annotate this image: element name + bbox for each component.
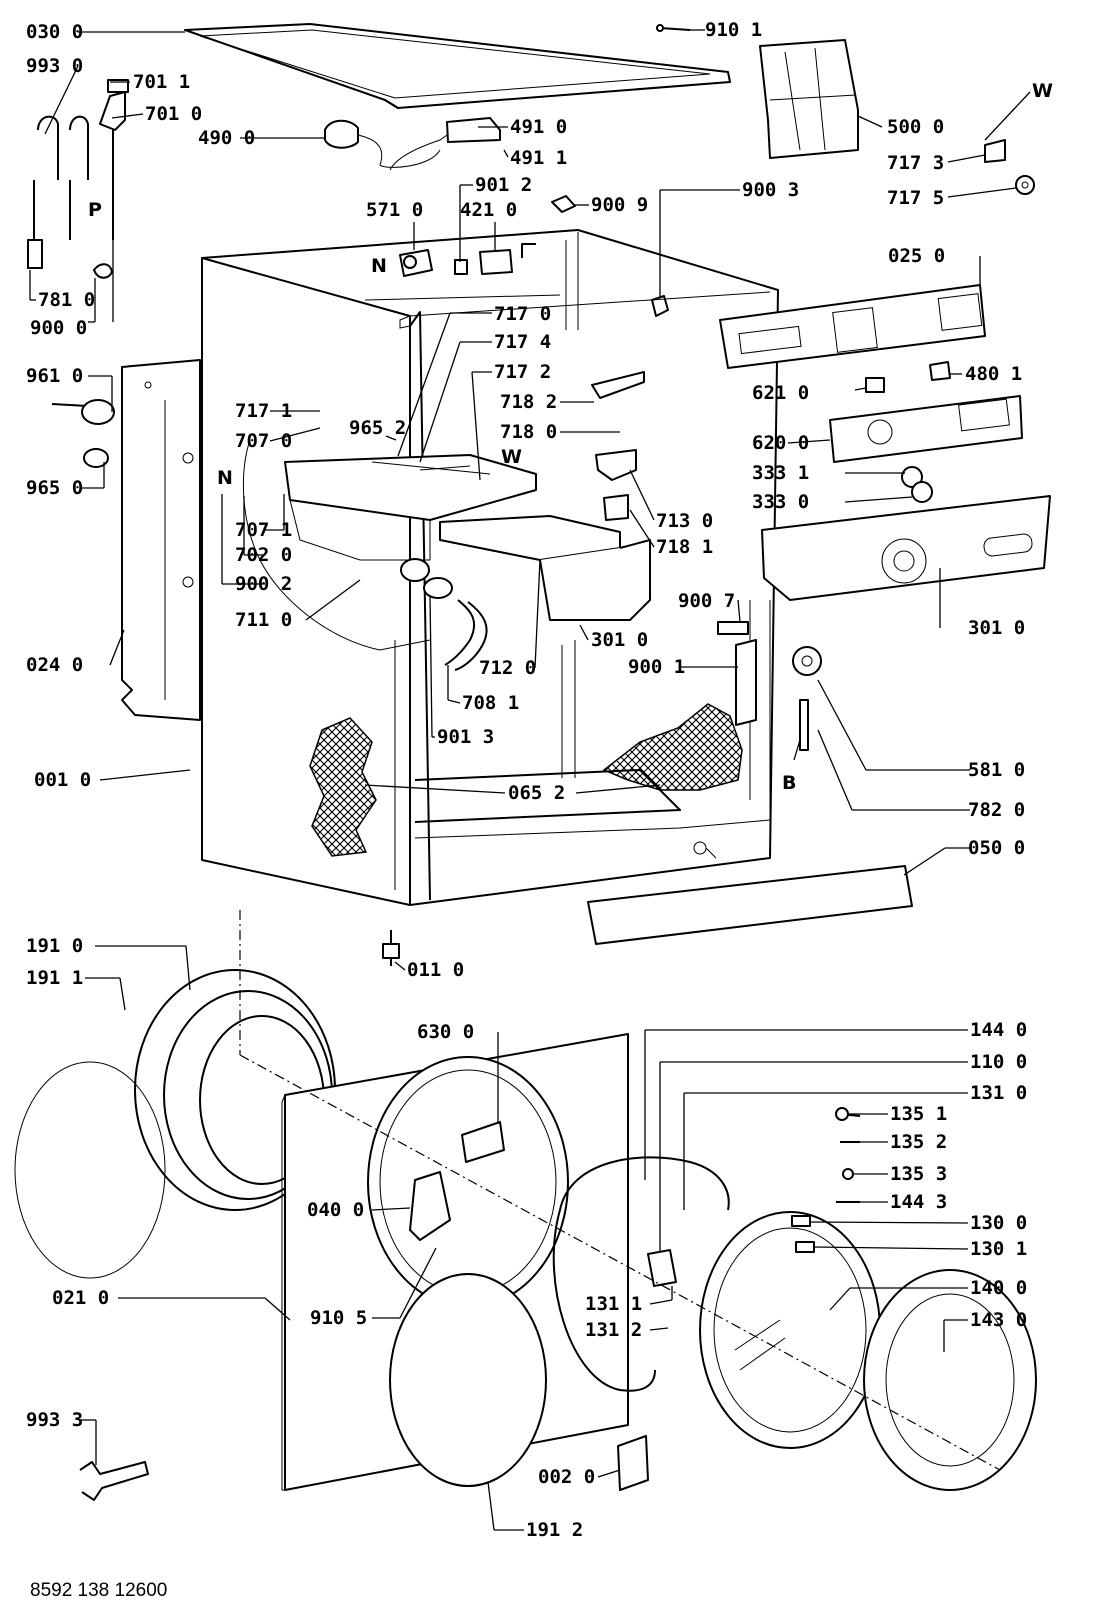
part-labels: 030 0 910 1 993 0 701 1 701 0 490 0 491 … — [26, 19, 1053, 1601]
part-label-110-0: 110 0 — [970, 1051, 1027, 1073]
part-label-630-0: 630 0 — [417, 1021, 474, 1043]
letter-w-top: W — [1032, 80, 1053, 102]
cabinet-drawing — [201, 229, 779, 906]
part-label-040-0: 040 0 — [307, 1199, 364, 1221]
part-label-718-0: 718 0 — [500, 421, 557, 443]
part-label-144-3: 144 3 — [890, 1191, 947, 1213]
letter-w-dispenser: W — [501, 446, 522, 468]
part-label-011-0: 011 0 — [407, 959, 464, 981]
letter-n-top: N — [371, 255, 387, 277]
part-label-001-0: 001 0 — [34, 769, 91, 791]
part-label-717-0: 717 0 — [494, 303, 551, 325]
part-label-571-0: 571 0 — [366, 199, 423, 221]
part-label-333-0: 333 0 — [752, 491, 809, 513]
letter-n-dispenser: N — [217, 467, 233, 489]
part-label-135-1: 135 1 — [890, 1103, 947, 1125]
part-label-065-2: 065 2 — [508, 782, 565, 804]
part-label-713-0: 713 0 — [656, 510, 713, 532]
part-label-140-0: 140 0 — [970, 1277, 1027, 1299]
part-label-702-0: 702 0 — [235, 544, 292, 566]
part-label-718-1: 718 1 — [656, 536, 713, 558]
part-label-965-0: 965 0 — [26, 477, 83, 499]
part-label-191-2: 191 2 — [526, 1519, 583, 1541]
part-label-782-0: 782 0 — [968, 799, 1025, 821]
part-label-131-1: 131 1 — [585, 1293, 642, 1315]
part-label-191-0: 191 0 — [26, 935, 83, 957]
part-label-620-0: 620 0 — [752, 432, 809, 454]
part-label-135-2: 135 2 — [890, 1131, 947, 1153]
part-label-050-0: 050 0 — [968, 837, 1025, 859]
part-label-480-1: 480 1 — [965, 363, 1022, 385]
part-label-707-1: 707 1 — [235, 519, 292, 541]
part-label-491-1: 491 1 — [510, 147, 567, 169]
part-label-910-5: 910 5 — [310, 1307, 367, 1329]
part-label-191-1: 191 1 — [26, 967, 83, 989]
part-label-025-0: 025 0 — [888, 245, 945, 267]
part-label-130-0: 130 0 — [970, 1212, 1027, 1234]
part-label-021-0: 021 0 — [52, 1287, 109, 1309]
part-label-701-0: 701 0 — [145, 103, 202, 125]
part-label-900-3: 900 3 — [742, 179, 799, 201]
part-label-717-1: 717 1 — [235, 400, 292, 422]
part-label-910-1: 910 1 — [705, 19, 762, 41]
part-label-491-0: 491 0 — [510, 116, 567, 138]
part-label-135-3: 135 3 — [890, 1163, 947, 1185]
dispenser-drawing — [242, 371, 651, 671]
document-number: 8592 138 12600 — [30, 1580, 167, 1601]
part-label-900-0: 900 0 — [30, 317, 87, 339]
part-label-030-0: 030 0 — [26, 21, 83, 43]
part-label-301-0-drawer: 301 0 — [591, 629, 648, 651]
part-label-144-0: 144 0 — [970, 1019, 1027, 1041]
part-label-581-0: 581 0 — [968, 759, 1025, 781]
part-label-900-1: 900 1 — [628, 656, 685, 678]
lower-parts-drawing — [27, 239, 913, 966]
top-panel-drawing — [184, 23, 731, 109]
part-label-421-0: 421 0 — [460, 199, 517, 221]
part-label-024-0: 024 0 — [26, 654, 83, 676]
part-label-500-0: 500 0 — [887, 116, 944, 138]
part-label-961-0: 961 0 — [26, 365, 83, 387]
part-label-901-2: 901 2 — [475, 174, 532, 196]
part-label-717-3: 717 3 — [887, 152, 944, 174]
part-label-965-2: 965 2 — [349, 417, 406, 439]
part-label-130-1: 130 1 — [970, 1238, 1027, 1260]
part-label-900-7: 900 7 — [678, 590, 735, 612]
part-label-301-0-fascia: 301 0 — [968, 617, 1025, 639]
part-label-717-5: 717 5 — [887, 187, 944, 209]
part-label-717-2: 717 2 — [494, 361, 551, 383]
part-label-131-0: 131 0 — [970, 1082, 1027, 1104]
part-label-781-0: 781 0 — [38, 289, 95, 311]
side-panel-drawing — [121, 359, 201, 721]
part-label-993-0: 993 0 — [26, 55, 83, 77]
part-label-002-0: 002 0 — [538, 1466, 595, 1488]
part-label-711-0: 711 0 — [235, 609, 292, 631]
control-panel-drawing — [717, 284, 1051, 751]
part-label-718-2: 718 2 — [500, 391, 557, 413]
part-label-701-1: 701 1 — [133, 71, 190, 93]
part-label-712-0: 712 0 — [479, 657, 536, 679]
part-label-131-2: 131 2 — [585, 1319, 642, 1341]
part-label-490-0: 490 0 — [198, 127, 255, 149]
part-label-993-3: 993 3 — [26, 1409, 83, 1431]
door-assembly-drawing — [14, 910, 1037, 1501]
part-label-717-4: 717 4 — [494, 331, 551, 353]
part-label-621-0: 621 0 — [752, 382, 809, 404]
leader-lines — [29, 29, 1031, 1531]
part-label-708-1: 708 1 — [462, 692, 519, 714]
part-label-901-3: 901 3 — [437, 726, 494, 748]
letter-b: B — [782, 772, 796, 794]
part-label-707-0: 707 0 — [235, 430, 292, 452]
part-label-143-0: 143 0 — [970, 1309, 1027, 1331]
part-label-333-1: 333 1 — [752, 462, 809, 484]
part-label-900-9: 900 9 — [591, 194, 648, 216]
letter-p: P — [88, 199, 102, 221]
part-label-900-2: 900 2 — [235, 573, 292, 595]
top-small-parts-drawing — [27, 24, 1035, 317]
